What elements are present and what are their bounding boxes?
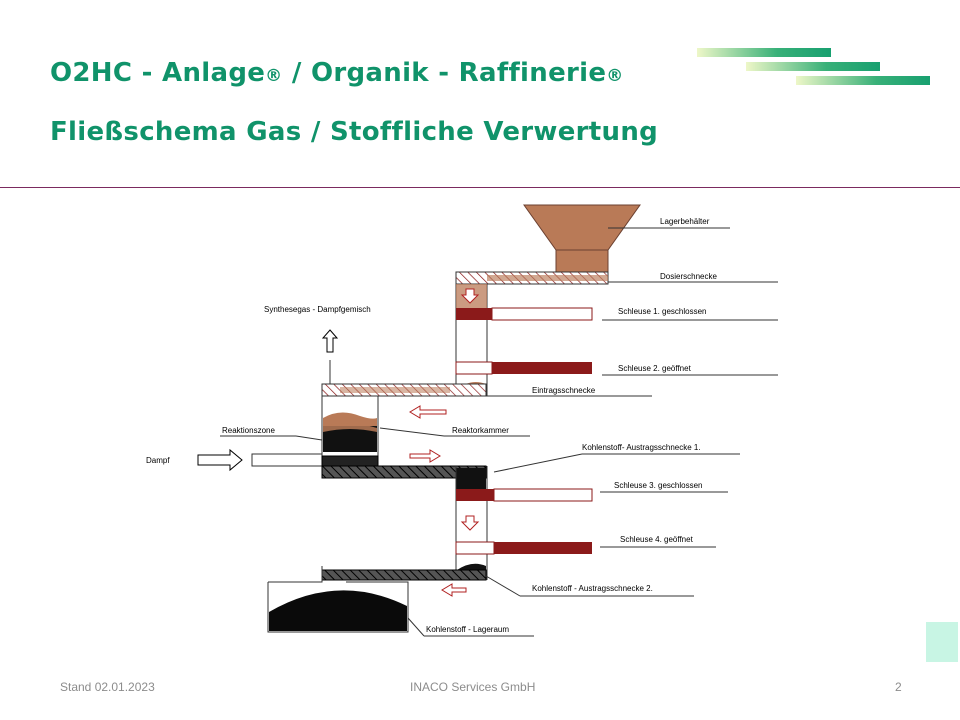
reactor-chamber — [321, 395, 379, 457]
label-storage: Lagerbehälter — [660, 217, 710, 226]
label-valve-3: Schleuse 3. geschlossen — [614, 481, 703, 490]
title-part-1: O2HC - Anlage — [50, 58, 266, 88]
label-reactor-chamber: Reaktorkammer — [452, 426, 509, 435]
syngas-outlet — [321, 329, 339, 384]
decorative-stripe — [796, 76, 930, 85]
steam-inlet — [197, 448, 323, 472]
label-feed-screw: Eintragsschnecke — [532, 386, 596, 395]
label-steam: Dampf — [146, 456, 170, 465]
decorative-stripe — [746, 62, 880, 71]
flow-arrows — [409, 405, 467, 597]
valve-2-open — [455, 361, 592, 375]
label-valve-2: Schleuse 2. geöffnet — [618, 364, 692, 373]
corner-accent — [926, 622, 958, 662]
slide-subtitle: Fließschema Gas / Stoffliche Verwertung — [50, 117, 659, 147]
valve-1-closed — [456, 307, 593, 321]
dosing-screw — [455, 271, 609, 285]
page-number: 2 — [895, 680, 902, 694]
title-part-2: / Organik - Raffinerie — [282, 58, 607, 88]
label-carbon-screw-1: Kohlenstoff- Austragsschnecke 1. — [582, 443, 701, 452]
registered-mark: ® — [265, 66, 283, 86]
label-valve-4: Schleuse 4. geöffnet — [620, 535, 694, 544]
label-carbon-storage: Kohlenstoff - Lageraum — [426, 625, 509, 634]
valve-3-closed — [456, 488, 593, 502]
registered-mark-2: ® — [606, 66, 624, 86]
valve-4-open — [455, 541, 592, 555]
label-carbon-screw-2: Kohlenstoff - Austragsschnecke 2. — [532, 584, 653, 593]
label-dosing-screw: Dosierschnecke — [660, 272, 717, 281]
footer-company: INACO Services GmbH — [410, 680, 536, 694]
lower-shaft — [455, 466, 488, 580]
footer-date: Stand 02.01.2023 — [60, 680, 155, 694]
feed-screw — [321, 383, 487, 397]
label-reaction-zone: Reaktionszone — [222, 426, 275, 435]
leader-lines — [220, 227, 778, 637]
slide-title: O2HC - Anlage® / Organik - Raffinerie® — [50, 58, 624, 88]
carbon-screw-2 — [268, 566, 487, 583]
decorative-stripe — [697, 48, 831, 57]
title-divider — [0, 187, 960, 188]
label-syngas: Synthesegas - Dampfgemisch — [264, 305, 371, 314]
label-valve-1: Schleuse 1. geschlossen — [618, 307, 707, 316]
upper-shaft — [455, 272, 488, 396]
storage-hopper — [523, 204, 641, 273]
carbon-screw-1 — [321, 455, 487, 490]
carbon-storage — [267, 581, 409, 633]
